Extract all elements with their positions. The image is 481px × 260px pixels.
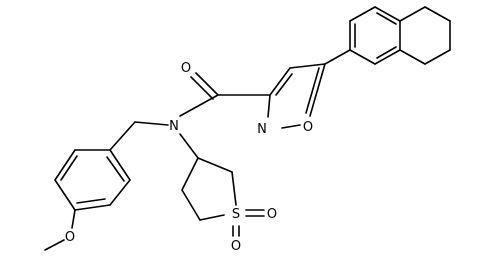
sulfone-oxygen-2-label: O [231, 239, 241, 254]
bond [305, 67, 320, 114]
sulfone-oxygen-1-label: O [267, 207, 277, 222]
bonds [44, 6, 451, 251]
bond [324, 49, 351, 65]
bond [349, 6, 376, 22]
bond [267, 94, 271, 118]
bond [106, 156, 125, 182]
atom-labels: O N N O O S O O [65, 61, 313, 254]
bond [399, 6, 426, 22]
bond [195, 72, 219, 96]
bond [424, 49, 451, 65]
bond [197, 157, 233, 173]
bond [199, 214, 225, 221]
bond [374, 6, 401, 22]
isoxazole-nitrogen-label: N [257, 122, 267, 137]
bond [44, 239, 65, 251]
bond [374, 49, 401, 65]
bond [275, 73, 293, 96]
bond [54, 179, 76, 211]
bond [109, 179, 131, 206]
bond [376, 46, 397, 59]
bond [190, 76, 214, 100]
bond [71, 209, 76, 229]
bond [109, 149, 131, 181]
bond [109, 121, 136, 151]
amide-nitrogen-label: N [169, 119, 179, 134]
bond [424, 6, 451, 22]
bond [76, 198, 106, 204]
bond [231, 171, 237, 206]
bond [289, 63, 326, 69]
bond [181, 157, 199, 191]
bond [349, 49, 376, 65]
isoxazole-oxygen-label: O [303, 120, 313, 135]
bond [179, 94, 219, 117]
bond [281, 124, 301, 129]
bond [54, 149, 76, 181]
bond [134, 121, 169, 126]
sulfur-label: S [232, 207, 240, 222]
carbonyl-oxygen-label: O [181, 61, 191, 76]
bond [74, 204, 111, 211]
bond [60, 155, 78, 181]
bond [399, 49, 426, 65]
bond [269, 67, 291, 96]
bond [181, 189, 201, 221]
bond [376, 12, 397, 25]
methoxy-oxygen-label: O [65, 230, 75, 245]
bond [309, 63, 326, 117]
bond [179, 133, 199, 159]
